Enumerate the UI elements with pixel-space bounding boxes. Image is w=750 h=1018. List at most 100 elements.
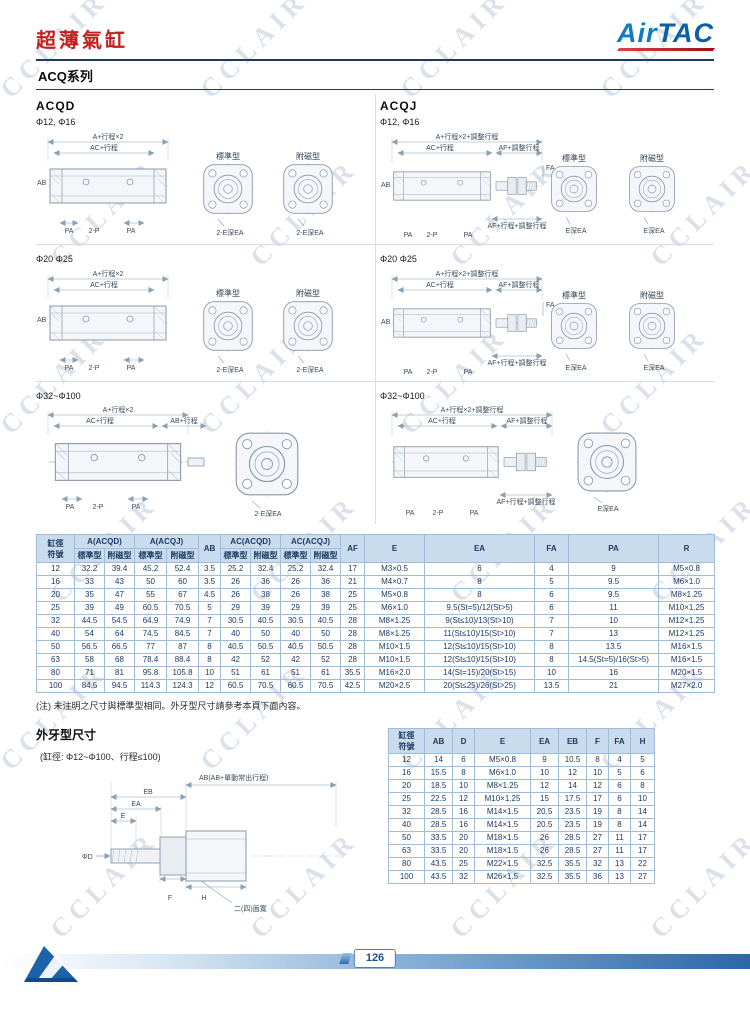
dimension-lines (47, 411, 261, 509)
end-view-standard (202, 163, 254, 215)
view-title-magnet: 附磁型 (296, 288, 320, 298)
table-cell: 8 (586, 753, 609, 767)
dim-label-ab: AB (37, 317, 47, 324)
table-cell: M6×1.0 (658, 575, 716, 589)
subheader-standard: 標準型 (280, 548, 312, 563)
table-cell: 95.8 (134, 666, 168, 680)
table-cell: 26 (220, 588, 252, 602)
dim-label-pa: PA (66, 504, 75, 511)
dim-label-ac: AC+行程 (86, 416, 114, 425)
table-cell: 25.2 (280, 562, 312, 576)
table-cell: 5 (630, 753, 655, 767)
table-cell: 23.5 (558, 818, 587, 832)
table-cell: 16 (452, 818, 475, 832)
table-cell: 8 (198, 640, 222, 654)
table-cell: 12(St≤10)/15(St>10) (424, 640, 536, 654)
table-cell: 5 (608, 766, 631, 780)
table-cell: 40 (220, 627, 252, 641)
dimension-lines (391, 275, 649, 362)
table-cell: M22×1.5 (474, 857, 531, 871)
col-header-fa: FA (608, 728, 631, 754)
dim-label-ab-note: AB(AB+單動常出行程) (199, 773, 268, 782)
table-cell: M16×1.5 (658, 653, 716, 667)
table-cell: 21 (568, 679, 660, 693)
table-cell: 28.5 (558, 831, 587, 845)
table-cell: 26 (220, 575, 252, 589)
table-cell: M20×1.5 (658, 666, 716, 680)
acqd-section: ACQD Φ12, Φ16 A+行程×2 AC+行程 (36, 94, 375, 244)
external-thread-drawing: AB(AB+單動常出行程) EB EA E ΦD F H 二 (82, 773, 341, 913)
table-cell: 13.5 (534, 679, 570, 693)
end-view-magnet (628, 302, 676, 350)
dim-label-2p: 2-P (427, 232, 438, 239)
dim-label-a: A+行程×2 (93, 132, 124, 141)
table-cell: 80 (36, 666, 75, 680)
table-cell: 74.5 (134, 627, 168, 641)
table-cell: 10 (586, 766, 609, 780)
table-cell: 64 (103, 627, 136, 641)
table-cell: 55 (134, 588, 168, 602)
table-cell: 43.5 (424, 857, 453, 871)
dim-label-pa: PA (65, 228, 74, 235)
note-port: E深EA (565, 226, 586, 235)
dim-label-2p: 2-P (89, 228, 100, 235)
col-header-f: F (586, 728, 609, 754)
table-cell: M16×1.5 (658, 640, 716, 654)
table-cell: 35.5 (558, 857, 587, 871)
dim-label-fa: FA (546, 302, 555, 309)
table-cell: 20 (388, 779, 425, 793)
page-header: 超薄氣缸 AirTAC ACQ系列 (36, 0, 716, 90)
dimension-table: 缸徑 符號 A(ACQD) A(ACQJ) AB AC(ACQD) AC(ACQ… (36, 534, 716, 693)
table-cell: 6 (608, 779, 631, 793)
table-cell: 52 (310, 653, 342, 667)
airtac-logo: AirTAC (616, 18, 716, 51)
table-cell: 50 (36, 640, 75, 654)
table-cell: 7 (198, 614, 222, 628)
table-cell: 7 (198, 627, 222, 641)
table-cell: 84.5 (74, 679, 105, 693)
dimension-lines (391, 138, 649, 225)
note-port: 2-E深EA (296, 228, 324, 237)
logo-text-air: Air (616, 18, 658, 48)
col-header-ab: AB (198, 534, 222, 563)
model-title-acqj: ACQJ (380, 99, 418, 113)
table-cell: 8 (424, 575, 536, 589)
table-cell: 16 (568, 666, 660, 680)
note-port: 2-E深EA (216, 365, 244, 374)
acqj-section-32-100: Φ32~Φ100 A+行程×2+調整行程 AC+行程 AF+調整行程 (375, 382, 714, 524)
cylinder-side-view (392, 308, 492, 338)
table-cell: 36 (250, 575, 282, 589)
series-title: ACQ系列 (38, 69, 93, 84)
subheader-magnet: 附磁型 (166, 548, 200, 563)
table-cell: M18×1.5 (474, 844, 531, 858)
table-cell: 16 (388, 766, 425, 780)
dim-label-ac: AC+行程 (90, 143, 118, 152)
table-cell: 29 (280, 601, 312, 615)
table-cell: 13 (608, 870, 631, 884)
drawing-row-32-100: Φ32~Φ100 A+行程×2 AC+行程 (36, 381, 714, 524)
external-thread-range: (缸徑: Φ12~Φ100、行程≤100) (40, 752, 161, 762)
table-cell: 10 (452, 779, 475, 793)
table-cell: 32 (36, 614, 75, 628)
table-cell: 25 (388, 792, 425, 806)
note-port: E深EA (597, 504, 618, 513)
table-cell: 60.5 (280, 679, 312, 693)
table-cell: 88.4 (166, 653, 200, 667)
table-cell: 43 (103, 575, 136, 589)
table-cell: 40 (388, 818, 425, 832)
table-cell: 39 (310, 601, 342, 615)
acqj-32-100-drawing: A+行程×2+調整行程 AC+行程 AF+調整行程 AF+行程+調整行程 PA … (391, 405, 638, 517)
table-cell: 26 (280, 588, 312, 602)
model-title-acqd: ACQD (36, 99, 76, 113)
external-thread-left: 外牙型尺寸 (缸徑: Φ12~Φ100、行程≤100) (36, 726, 388, 913)
external-thread-section: 外牙型尺寸 (缸徑: Φ12~Φ100、行程≤100) (36, 726, 714, 913)
table-cell: 4 (534, 562, 570, 576)
table-cell: 63 (36, 653, 75, 667)
table-cell: M10×1.25 (474, 792, 531, 806)
table-cell: 21 (340, 575, 366, 589)
table-cell: M18×1.5 (474, 831, 531, 845)
table-cell: 22 (630, 857, 655, 871)
